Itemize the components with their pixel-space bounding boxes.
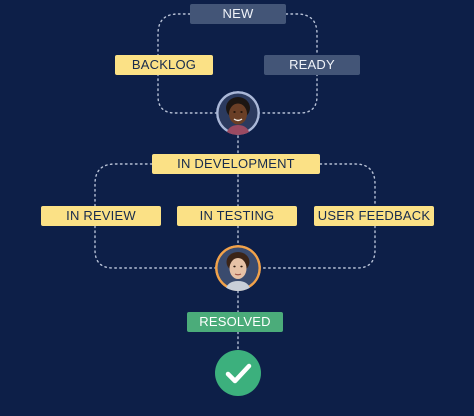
person-avatar-icon — [216, 91, 260, 135]
status-in-testing: IN TESTING — [177, 206, 297, 226]
connector-dev-right — [319, 163, 376, 207]
status-in-development: IN DEVELOPMENT — [152, 154, 320, 174]
status-ready: READY — [264, 55, 360, 75]
person-avatar-icon — [215, 245, 261, 291]
connector-backlog-avatar — [157, 73, 217, 114]
avatar-top — [216, 91, 260, 135]
connector-new-left — [157, 13, 191, 56]
connector-review-avatar — [94, 225, 216, 269]
connector-new-right — [285, 13, 318, 56]
status-resolved: RESOLVED — [187, 312, 283, 332]
status-new: NEW — [190, 4, 286, 24]
connector-ready-avatar — [259, 73, 318, 114]
check-circle-icon — [225, 363, 252, 384]
status-in-review: IN REVIEW — [41, 206, 161, 226]
status-backlog: BACKLOG — [115, 55, 213, 75]
avatar-bottom — [215, 245, 261, 291]
done-check — [215, 350, 261, 396]
status-user-feedback: USER FEEDBACK — [314, 206, 434, 226]
connector-dev-left — [94, 163, 153, 207]
connector-feedback-avatar — [260, 225, 376, 269]
